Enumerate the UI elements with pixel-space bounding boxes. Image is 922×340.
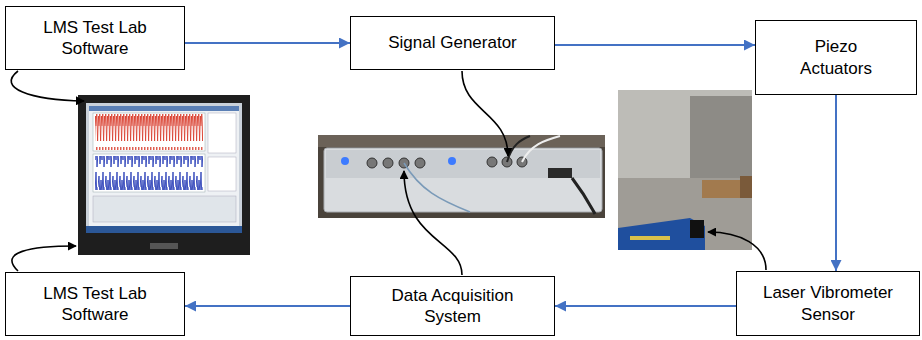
node-label: Laser Vibrometer Sensor — [745, 282, 911, 325]
leader-arrow — [12, 246, 76, 271]
process-box: Signal Generator — [350, 16, 555, 70]
node-label: LMS Test Lab Software — [20, 283, 170, 326]
leader-arrow — [11, 71, 84, 101]
process-box: Piezo Actuators — [755, 20, 917, 95]
process-box: LMS Test Lab Software — [5, 272, 185, 336]
leader-arrow — [462, 71, 508, 156]
process-box: LMS Test Lab Software — [5, 6, 185, 70]
flow-arrow — [185, 305, 350, 307]
flow-arrow — [835, 95, 837, 271]
flow-arrow — [555, 44, 755, 46]
flow-arrow — [185, 42, 350, 44]
process-box: Data Acquisition System — [350, 276, 555, 336]
monitor-photo — [78, 95, 250, 255]
node-label: Signal Generator — [388, 32, 517, 53]
process-box: Laser Vibrometer Sensor — [736, 271, 920, 336]
node-label: Piezo Actuators — [781, 36, 891, 79]
laser-photo — [618, 90, 752, 250]
leader-arrow — [404, 171, 462, 275]
leader-arrow — [708, 232, 766, 270]
node-label: Data Acquisition System — [373, 285, 533, 328]
flow-arrow — [555, 305, 736, 307]
node-label: LMS Test Lab Software — [20, 17, 170, 60]
hardware-photo — [318, 135, 605, 218]
